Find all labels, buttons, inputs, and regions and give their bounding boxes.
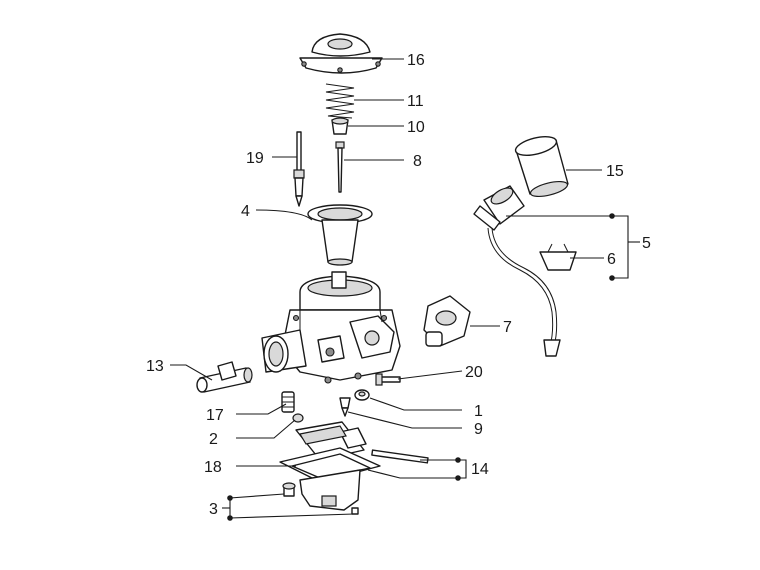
callout-20: 20 <box>465 364 483 381</box>
part-20-screw <box>375 373 401 386</box>
part-10-retainer <box>331 117 349 135</box>
callout-11: 11 <box>407 93 424 110</box>
callout-14: 14 <box>471 461 489 478</box>
part-6-clip <box>539 243 577 271</box>
part-18-bowl <box>279 447 381 511</box>
callout-1: 1 <box>474 403 483 420</box>
part-11-spring <box>325 83 355 119</box>
callout-15: 15 <box>606 163 624 180</box>
callout-3: 3 <box>209 501 218 518</box>
callout-9: 9 <box>474 421 483 438</box>
part-16-cover <box>299 33 383 74</box>
part-5-starter <box>473 185 561 357</box>
part-4-diaphragm <box>307 204 373 266</box>
part-7-side-unit <box>423 295 471 347</box>
part-2-nut <box>292 413 304 423</box>
callout-17: 17 <box>206 407 224 424</box>
callout-8: 8 <box>413 153 422 170</box>
part-15-boot <box>514 136 569 198</box>
callout-2: 2 <box>209 431 218 448</box>
part-13-fitting <box>196 361 253 393</box>
callout-19: 19 <box>246 150 264 167</box>
callout-4: 4 <box>241 203 250 220</box>
part-17-jet <box>281 391 295 413</box>
callout-16: 16 <box>407 52 425 69</box>
callout-5: 5 <box>642 235 651 252</box>
callout-7: 7 <box>503 319 512 336</box>
callout-13: 13 <box>146 358 164 375</box>
leader-dots <box>227 213 615 521</box>
callout-6: 6 <box>607 251 616 268</box>
callout-10: 10 <box>407 119 425 136</box>
leader-lines <box>170 58 640 519</box>
carburetor-body <box>261 271 401 384</box>
part-19-screw <box>293 131 305 207</box>
callout-labels: 16 11 10 19 8 4 15 5 6 7 13 20 17 1 2 9 … <box>146 52 651 518</box>
callout-18: 18 <box>204 459 222 476</box>
part-1-nut <box>354 389 370 401</box>
part-3-screws <box>282 482 359 515</box>
part-9-valve <box>339 397 351 417</box>
part-8-needle <box>335 141 345 193</box>
